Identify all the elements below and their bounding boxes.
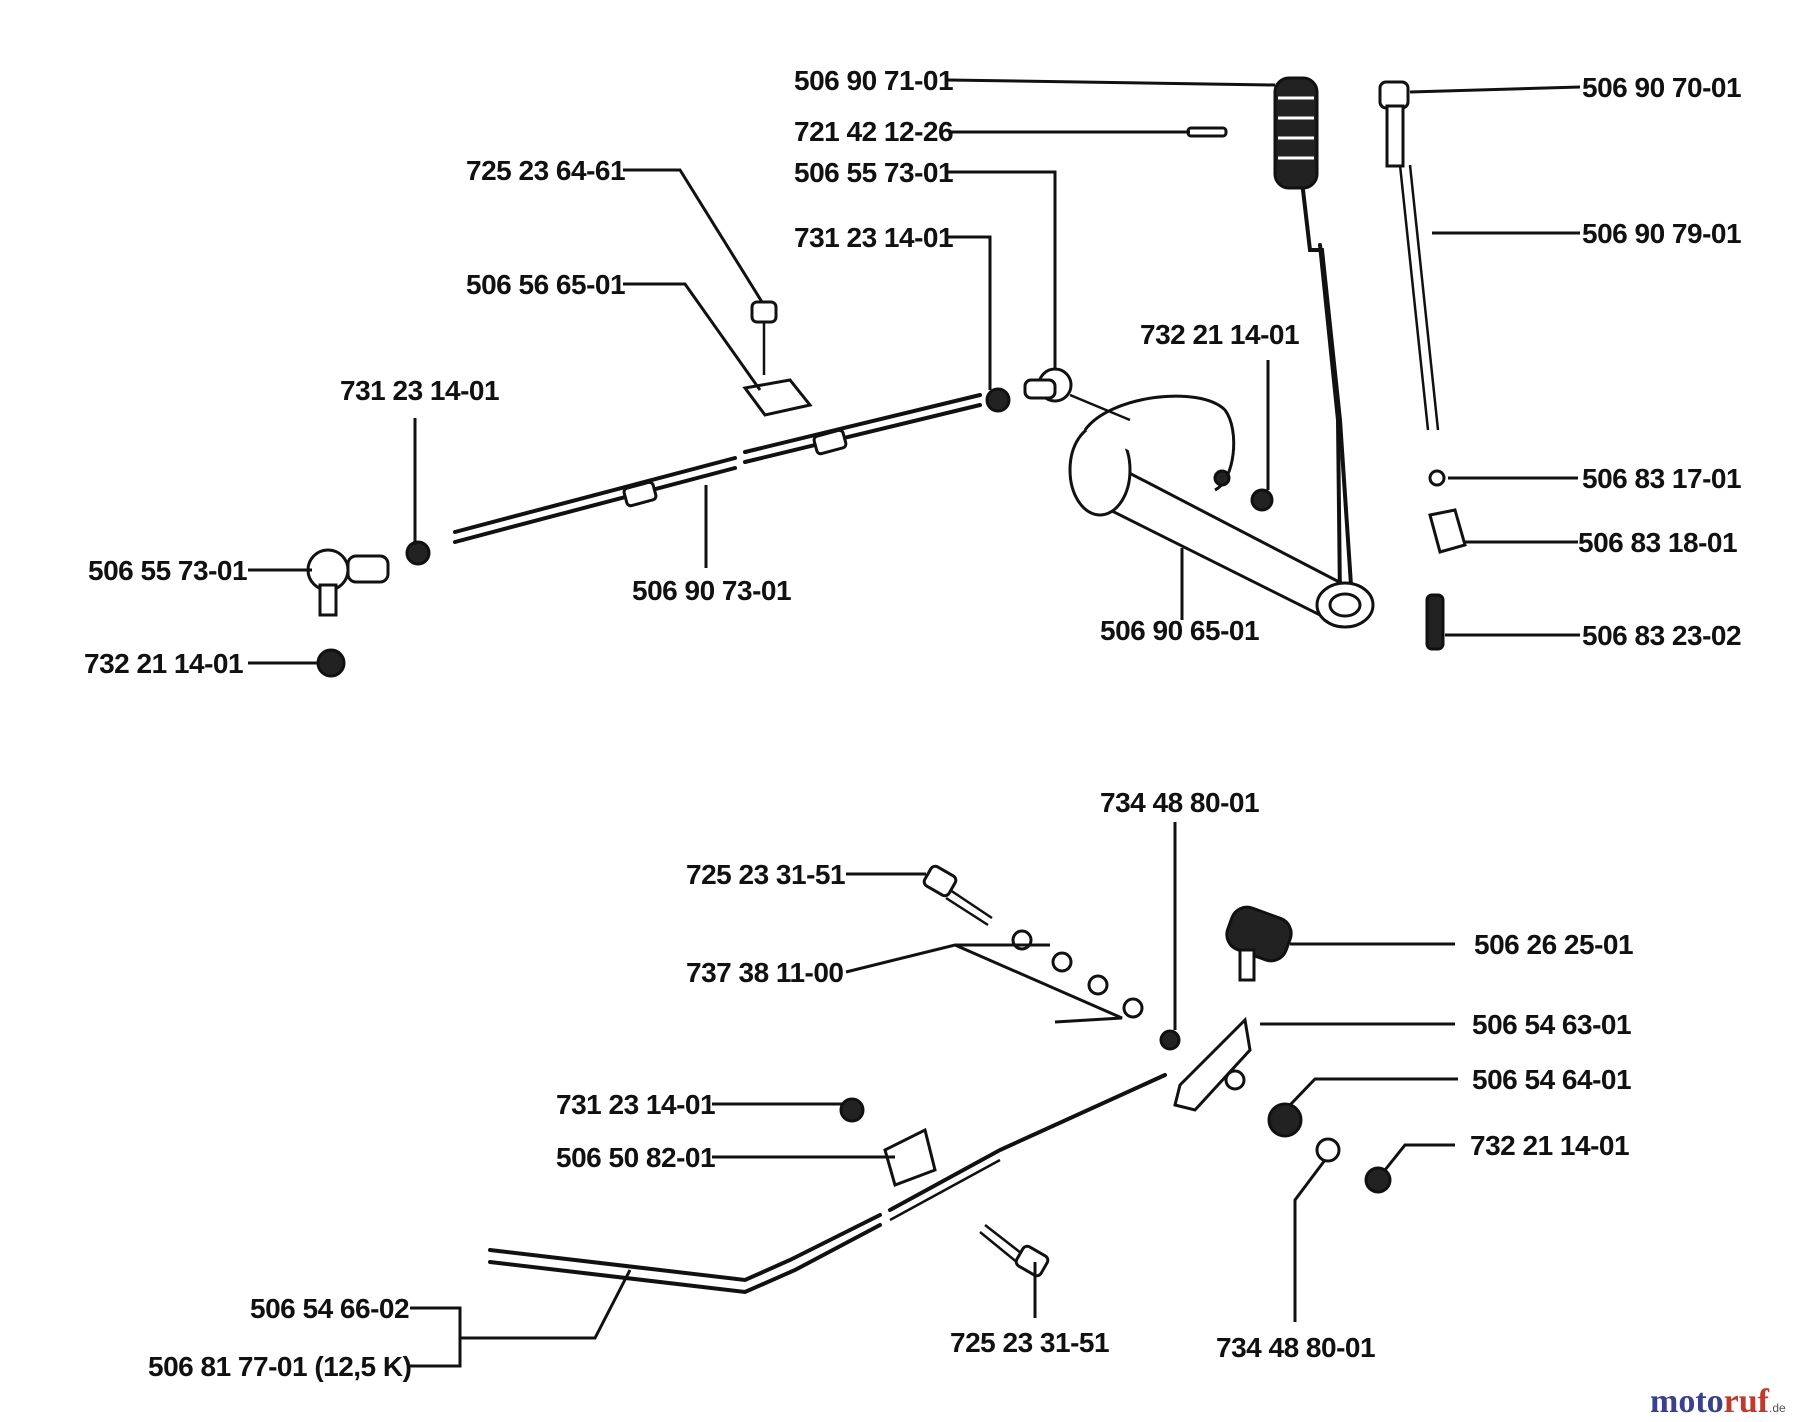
part-labels: 506 90 71-01 721 42 12-26 506 55 73-01 7…: [84, 65, 1742, 1382]
clip: [1428, 508, 1467, 554]
label-506-55-73-01-left: 506 55 73-01: [88, 555, 247, 586]
label-506-90-79-01-rod: 506 90 79-01: [1582, 218, 1741, 249]
leader-lines: [248, 78, 1581, 1368]
lever-plate: [1173, 1016, 1252, 1112]
bottom-assembly: [488, 864, 1392, 1295]
label-506-90-65-01-shaft: 506 90 65-01: [1100, 615, 1259, 646]
label-506-90-71-01-knob: 506 90 71-01: [794, 65, 953, 96]
label-721-42-12-26-pin: 721 42 12-26: [794, 116, 953, 147]
shift-lever-edge: [1318, 243, 1342, 602]
watermark-suffix: .de: [1769, 1401, 1786, 1415]
label-506-83-17-01-washer: 506 83 17-01: [1582, 463, 1741, 494]
shift-knob: [1273, 76, 1319, 190]
bolt-lower: [979, 1224, 1050, 1278]
pivot-shaft: [1068, 394, 1375, 629]
top-assembly: [306, 76, 1467, 678]
nut: [1250, 488, 1274, 512]
label-725-23-31-51-bottom: 725 23 31-51: [950, 1327, 1109, 1358]
label-731-23-14-01-left: 731 23 14-01: [340, 375, 499, 406]
clip-bracket: [883, 1127, 937, 1187]
watermark-logo: motoruf.de: [1650, 1383, 1786, 1420]
label-732-21-14-01-left: 732 21 14-01: [84, 648, 243, 679]
label-737-38-11-00: 737 38 11-00: [686, 957, 844, 988]
label-506-54-63-01: 506 54 63-01: [1472, 1009, 1631, 1040]
label-506-83-23-02-spring: 506 83 23-02: [1582, 620, 1741, 651]
label-506-56-65-01: 506 56 65-01: [466, 269, 625, 300]
label-506-54-66-02: 506 54 66-02: [250, 1293, 409, 1324]
ball-joint-left: [306, 540, 431, 678]
label-506-54-64-01: 506 54 64-01: [1472, 1064, 1631, 1095]
label-506-26-25-01-knob: 506 26 25-01: [1474, 929, 1633, 960]
label-734-48-80-01-top: 734 48 80-01: [1100, 787, 1259, 818]
shift-lever: [1301, 188, 1354, 602]
label-731-23-14-01-top: 731 23 14-01: [794, 222, 953, 253]
label-506-83-18-01-clip: 506 83 18-01: [1578, 527, 1737, 558]
spring: [1425, 593, 1445, 651]
label-506-90-73-01-rod: 506 90 73-01: [632, 575, 791, 606]
label-506-90-70-01-bolt: 506 90 70-01: [1582, 72, 1741, 103]
bolt-upper: [922, 864, 993, 927]
linkage-rod: [488, 1073, 1167, 1295]
label-506-50-82-01: 506 50 82-01: [556, 1142, 715, 1173]
watermark-part2: ruf: [1724, 1383, 1770, 1420]
nut-lower: [1364, 1166, 1392, 1194]
label-506-81-77-01: 506 81 77-01 (12,5 K): [148, 1351, 411, 1382]
control-rod: [453, 367, 1131, 544]
label-732-21-14-01-bottom: 732 21 14-01: [1470, 1130, 1629, 1161]
label-731-23-14-01-bottom: 731 23 14-01: [556, 1089, 715, 1120]
washer-lower: [1315, 1137, 1341, 1163]
label-725-23-31-51-top: 725 23 31-51: [686, 859, 845, 890]
washer: [1428, 469, 1446, 487]
watermark-part1: moto: [1650, 1383, 1724, 1420]
knob-506-26-25: [1225, 905, 1293, 982]
cable-clip: [742, 300, 813, 417]
nut-clip: [839, 1097, 865, 1123]
label-732-21-14-01-mid: 732 21 14-01: [1140, 319, 1299, 350]
svg-text:motoruf.de: motoruf.de: [1650, 1383, 1786, 1420]
label-734-48-80-01-bottom: 734 48 80-01: [1216, 1332, 1375, 1363]
label-506-55-73-01-top: 506 55 73-01: [794, 157, 953, 188]
bushing: [1267, 1102, 1303, 1138]
label-725-23-64-61: 725 23 64-61: [466, 155, 625, 186]
pin: [1186, 126, 1228, 138]
washers-stack: [1011, 929, 1181, 1051]
bolt-top-right: [1378, 80, 1440, 431]
